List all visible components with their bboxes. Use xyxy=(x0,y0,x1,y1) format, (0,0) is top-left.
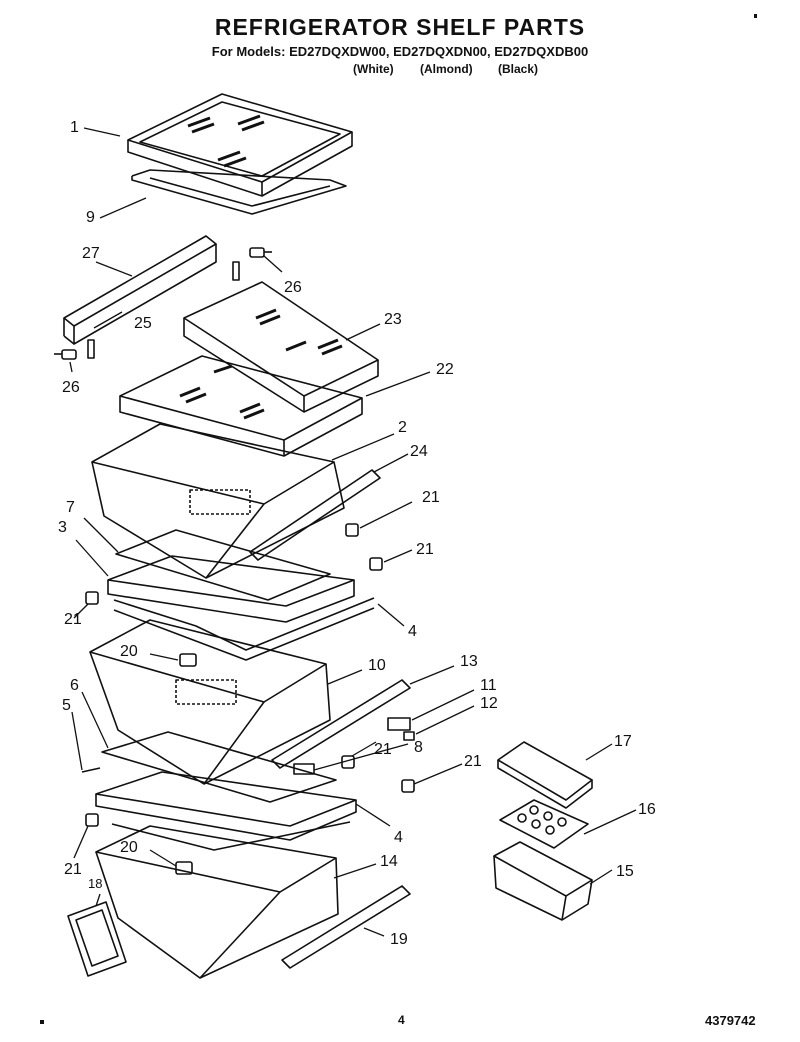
callout-21-e: 21 xyxy=(464,753,482,770)
part-15-egg-bin xyxy=(493,841,593,921)
callout-26-upper: 26 xyxy=(284,279,302,296)
part-19-drawer-handle xyxy=(281,885,411,969)
part-24-drawer-handle xyxy=(249,469,381,561)
callout-2: 2 xyxy=(398,419,407,436)
callout-6: 6 xyxy=(70,677,79,694)
callout-16: 16 xyxy=(638,801,656,818)
callout-10: 10 xyxy=(368,657,386,674)
part-22-glass-shelf xyxy=(119,355,363,457)
part-27-trim-rail xyxy=(63,235,217,345)
callout-21-c: 21 xyxy=(64,611,82,628)
color-label-black: (Black) xyxy=(498,62,539,76)
callout-4-lower: 4 xyxy=(394,829,403,846)
part-4-frame-lower xyxy=(95,771,357,851)
callout-21-b: 21 xyxy=(416,541,434,558)
part-12-control-knob xyxy=(403,731,415,741)
part-6-crisper-cover-glass-lower xyxy=(101,731,337,803)
callout-18: 18 xyxy=(88,876,102,891)
callout-22: 22 xyxy=(436,361,454,378)
part-10-lower-crisper-drawer xyxy=(89,619,331,785)
callout-21-a: 21 xyxy=(422,489,440,506)
callout-25: 25 xyxy=(134,315,152,332)
callout-leaders xyxy=(69,127,637,937)
part-9-shelf-frame xyxy=(131,169,347,215)
callout-1: 1 xyxy=(70,119,79,136)
callout-24: 24 xyxy=(410,443,428,460)
part-11-control-slide xyxy=(387,717,411,731)
callout-12: 12 xyxy=(480,695,498,712)
part-7-crisper-cover-glass xyxy=(115,529,331,601)
part-4-frame-upper xyxy=(113,597,375,661)
callout-19: 19 xyxy=(390,931,408,948)
part-18-label-card xyxy=(67,901,127,977)
callout-20-upper: 20 xyxy=(120,643,138,660)
part-21-glide-mid-right xyxy=(369,557,383,571)
part-2-upper-crisper-drawer xyxy=(91,423,345,579)
callout-labels: 1 9 27 26 25 23 26 22 2 24 7 21 3 21 21 … xyxy=(58,119,656,948)
part-5-trim-strip xyxy=(81,767,101,773)
part-14-meat-drawer xyxy=(95,825,339,979)
part-21-glide-lower-right xyxy=(401,779,415,793)
part-21-glide-upper-right xyxy=(345,523,359,537)
part-25-clip-upper xyxy=(232,261,240,281)
part-3-crisper-cover-frame xyxy=(107,555,355,623)
callout-26-lower: 26 xyxy=(62,379,80,396)
color-label-almond: (Almond) xyxy=(420,62,473,76)
color-label-white: (White) xyxy=(353,62,394,76)
part-26-screw-lower xyxy=(54,349,77,360)
callout-7: 7 xyxy=(66,499,75,516)
callout-9: 9 xyxy=(86,209,95,226)
part-21-glide-left-upper xyxy=(85,591,99,605)
callout-13: 13 xyxy=(460,653,478,670)
callout-21-f: 21 xyxy=(64,861,82,878)
callout-11: 11 xyxy=(480,677,497,694)
callout-14: 14 xyxy=(380,853,398,870)
corner-mark-bottom xyxy=(40,1020,44,1024)
part-13-drawer-handle xyxy=(271,679,411,769)
page-title: REFRIGERATOR SHELF PARTS xyxy=(214,14,586,40)
part-25-clip-lower xyxy=(87,339,95,359)
callout-5: 5 xyxy=(62,697,71,714)
part-17-egg-bin-cover xyxy=(497,741,593,809)
part-26-screw-upper xyxy=(249,247,272,258)
document-number: 4379742 xyxy=(705,1013,756,1028)
callout-23: 23 xyxy=(384,311,402,328)
part-20-support-lower xyxy=(175,861,193,875)
part-23-cantilever-shelf xyxy=(183,281,379,413)
callout-17: 17 xyxy=(614,733,632,750)
part-8-bracket xyxy=(293,763,315,775)
part-1-top-glass-shelf xyxy=(127,93,353,197)
part-20-support-upper xyxy=(179,653,197,667)
callout-4-upper: 4 xyxy=(408,623,417,640)
callout-3: 3 xyxy=(58,519,67,536)
callout-27: 27 xyxy=(82,245,100,262)
callout-8: 8 xyxy=(414,739,423,756)
corner-mark xyxy=(754,14,757,18)
part-21-glide-left-lower xyxy=(85,813,99,827)
page-number: 4 xyxy=(398,1013,405,1027)
callout-21-d: 21 xyxy=(374,741,392,758)
callout-20-lower: 20 xyxy=(120,839,138,856)
callout-15: 15 xyxy=(616,863,634,880)
part-16-egg-tray xyxy=(499,799,589,849)
models-line: For Models: ED27DQXDW00, ED27DQXDN00, ED… xyxy=(211,44,589,59)
